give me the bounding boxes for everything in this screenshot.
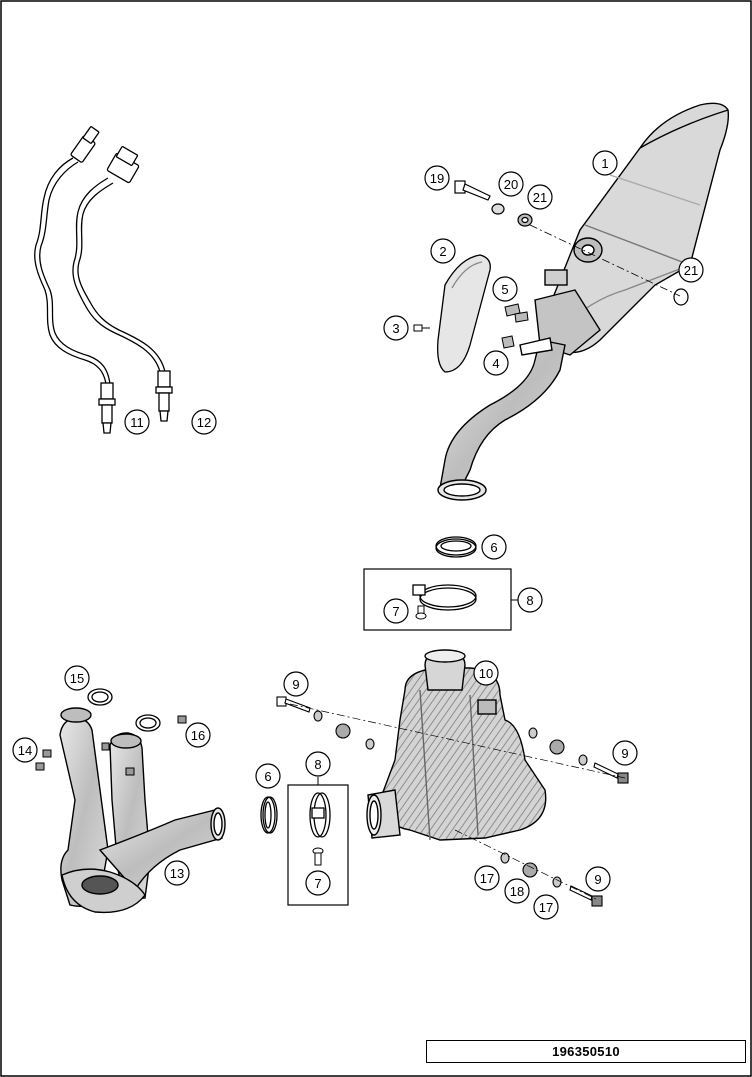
washer-20 [491, 203, 505, 215]
callout-label: 19 [430, 171, 444, 186]
callout-label: 5 [501, 282, 508, 297]
callout-label: 21 [684, 263, 698, 278]
callout-15: 15 [64, 665, 90, 691]
bolt-19 [454, 180, 491, 201]
callout-7: 7 [305, 870, 331, 896]
pre-silencer-10 [366, 649, 547, 841]
clamp-8-top [412, 584, 477, 611]
callout-9: 9 [612, 740, 638, 766]
axis-line-1 [529, 224, 681, 297]
callout-label: 6 [264, 769, 271, 784]
clamp-8-bottom [309, 792, 331, 838]
reference-number-box: 196350510 [426, 1040, 746, 1063]
callout-11: 11 [124, 409, 150, 435]
callout-label: 18 [510, 884, 524, 899]
callout-8: 8 [517, 587, 543, 613]
heat-shield-2 [437, 254, 491, 373]
callout-8: 8 [305, 751, 331, 777]
axis-line-9a [289, 703, 626, 779]
callout-6: 6 [255, 763, 281, 789]
reference-number: 196350510 [552, 1044, 620, 1059]
axis-line-9b [454, 829, 599, 901]
callout-label: 3 [392, 321, 399, 336]
lambda-sensor-11 [34, 126, 116, 434]
callout-21: 21 [678, 257, 704, 283]
bolt-9-right-bottom [500, 852, 603, 907]
exhaust-manifold-13 [59, 707, 226, 914]
callout-label: 17 [480, 871, 494, 886]
callout-17: 17 [474, 865, 500, 891]
callout-label: 17 [539, 900, 553, 915]
callout-label: 4 [492, 356, 499, 371]
callout-label: 14 [18, 743, 32, 758]
callout-label: 11 [130, 415, 144, 430]
callout-label: 8 [526, 593, 533, 608]
silencer-1 [534, 102, 730, 356]
gasket-15 [87, 688, 161, 732]
callout-label: 10 [479, 666, 493, 681]
bolt-9-left [276, 696, 375, 750]
nuts-16 [177, 715, 187, 724]
callout-label: 6 [490, 540, 497, 555]
gasket-6-top [435, 536, 477, 558]
callout-6: 6 [481, 534, 507, 560]
callout-16: 16 [185, 722, 211, 748]
lambda-sensor-12 [72, 146, 173, 422]
callout-12: 12 [191, 409, 217, 435]
clamp-kit-box-top [363, 568, 512, 631]
callout-2: 2 [430, 238, 456, 264]
bolt-9-right-top [528, 727, 629, 784]
callout-20: 20 [498, 171, 524, 197]
callout-14: 14 [12, 737, 38, 763]
callout-5: 5 [492, 276, 518, 302]
callout-label: 9 [621, 746, 628, 761]
callout-label: 7 [392, 604, 399, 619]
grommet-21b [673, 288, 689, 306]
callout-label: 9 [292, 677, 299, 692]
link-pipe [437, 337, 566, 501]
callout-19: 19 [424, 165, 450, 191]
callout-label: 9 [594, 872, 601, 887]
callout-label: 21 [533, 190, 547, 205]
nuts-14 [35, 742, 135, 776]
callout-9: 9 [283, 671, 309, 697]
callout-3: 3 [383, 315, 409, 341]
callout-label: 15 [70, 671, 84, 686]
grommet-21 [517, 213, 533, 227]
screw-7-bottom [312, 847, 324, 866]
gasket-6-bottom [260, 796, 278, 834]
callout-4: 4 [483, 350, 509, 376]
callout-label: 13 [170, 866, 184, 881]
callout-label: 2 [439, 244, 446, 259]
screw-7-top [415, 605, 427, 620]
callout-label: 12 [197, 415, 211, 430]
callout-7: 7 [383, 598, 409, 624]
callout-9: 9 [585, 866, 611, 892]
clip-4 [501, 335, 515, 349]
callout-21: 21 [527, 184, 553, 210]
callout-label: 8 [314, 757, 321, 772]
callout-label: 1 [601, 156, 608, 171]
callout-13: 13 [164, 860, 190, 886]
clip-5 [504, 303, 529, 323]
callout-17: 17 [533, 894, 559, 920]
callout-10: 10 [473, 660, 499, 686]
callout-label: 7 [314, 876, 321, 891]
callout-1: 1 [592, 150, 618, 176]
callout-label: 16 [191, 728, 205, 743]
small-screw-3 [413, 324, 430, 332]
callout-label: 20 [504, 177, 518, 192]
callout-18: 18 [504, 878, 530, 904]
